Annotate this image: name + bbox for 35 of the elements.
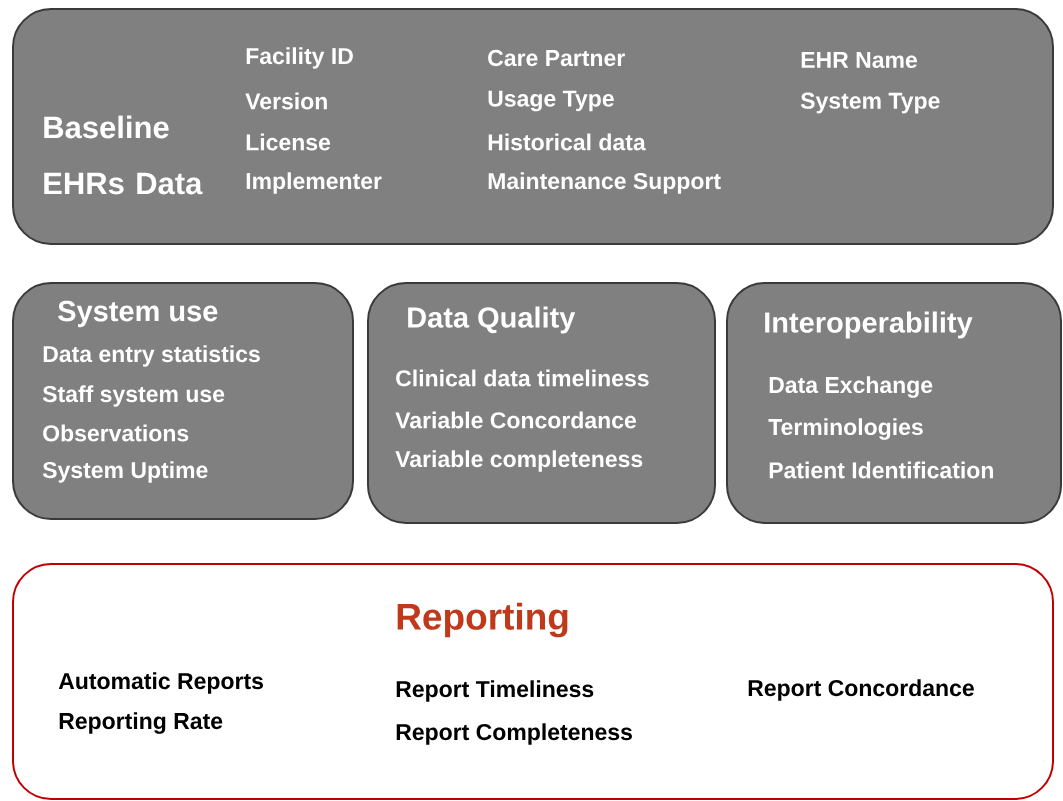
item-text: Usage Type (488, 90, 614, 112)
item-text: Historical data (488, 133, 646, 151)
category-box (12, 8, 1054, 245)
item-text: Maintenance Support (488, 172, 721, 194)
item-text: Variable completeness (395, 450, 643, 472)
heading-text: Data Quality (408, 306, 576, 334)
item-text: EHR Name (801, 52, 917, 68)
category-box (12, 563, 1054, 800)
item-text: Variable Concordance (395, 411, 636, 429)
heading-text: Reporting (397, 602, 568, 638)
heading-text: Interoperability (765, 311, 973, 339)
category-box (12, 282, 354, 520)
item-text: Automatic Reports (58, 672, 263, 694)
item-text: Patient Identification (769, 461, 993, 479)
item-text: Clinical data timeliness (396, 369, 649, 387)
heading-text: System use (58, 300, 218, 328)
item-text: Version (245, 92, 327, 110)
item-text: Staff system use (42, 385, 225, 407)
item-text: System Type (800, 92, 940, 114)
item-text: Reporting Rate (59, 712, 223, 734)
item-text: Care Partner (488, 49, 625, 67)
item-text: License (246, 133, 331, 151)
heading-text: Baseline EHRs Data (44, 115, 203, 195)
item-text: Data entry statistics (43, 345, 260, 367)
item-text: Data Exchange (769, 376, 933, 398)
item-text: Facility ID (246, 47, 353, 69)
item-text: Report Timeliness (396, 680, 594, 702)
category-box (726, 282, 1062, 524)
item-text: System Uptime (42, 461, 208, 483)
item-text: Observations (43, 424, 189, 442)
category-box (367, 282, 716, 524)
item-text: Report Concordance (748, 679, 974, 701)
item-text: Report Completeness (396, 723, 632, 745)
item-text: Implementer (246, 172, 382, 194)
item-text: Terminologies (768, 418, 923, 440)
